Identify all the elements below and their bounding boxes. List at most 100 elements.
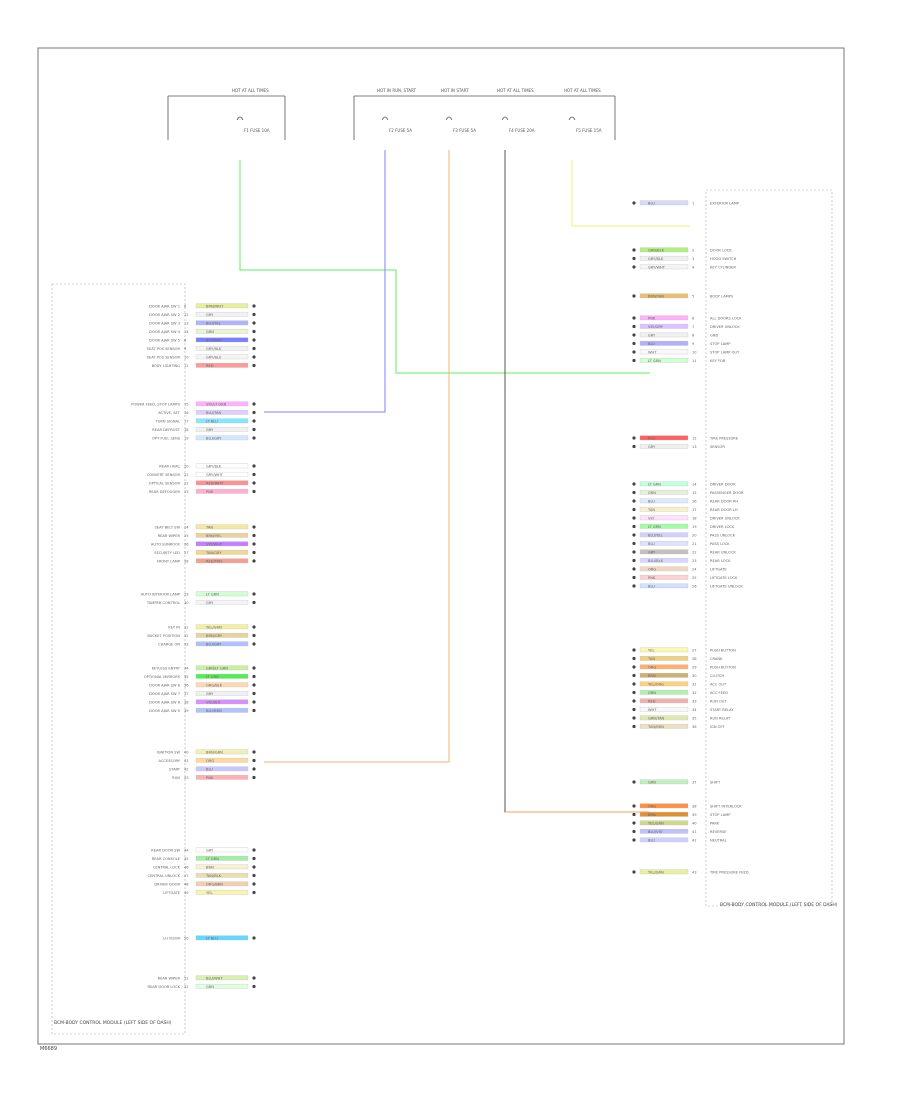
pin-number: 36: [184, 683, 189, 687]
circuit-label: LH VISOR: [163, 936, 180, 940]
pin-number: 23: [184, 490, 189, 494]
pin-number: 20: [692, 533, 697, 537]
wire-code: BRN/WHT: [206, 304, 224, 308]
circuit-label: REAR DOOR SW: [151, 848, 180, 852]
pin-number: 41: [184, 759, 189, 763]
wire-color-swatch: [195, 975, 249, 981]
wire-color-swatch: [195, 774, 249, 780]
pin-number: 24: [184, 525, 189, 529]
terminal-dot: [632, 444, 636, 449]
wire-color-swatch: [195, 699, 249, 705]
wire-code: GRY: [206, 848, 214, 852]
circuit-label: AUTO INTERIOR LAMP: [141, 592, 181, 596]
circuit-label: REAR DEFROST: [152, 428, 181, 432]
pin-number: 31: [692, 682, 697, 686]
wire-code: TAN: [647, 657, 655, 661]
wire-color-swatch: [639, 837, 689, 843]
pin-number: 35: [692, 716, 697, 720]
pin-number: 31: [184, 625, 189, 629]
wire-code: YEL/GRN: [648, 821, 664, 825]
terminal-dot: [632, 490, 636, 495]
pin-number: 28: [692, 657, 697, 661]
wire-color-swatch: [639, 779, 689, 785]
wire-code: YEL/GRN: [206, 625, 222, 629]
terminal-dot: [252, 750, 256, 754]
circuit-label: SEAT BELT SW: [155, 525, 181, 529]
terminal-dot: [252, 865, 256, 869]
terminal-dot: [252, 758, 256, 763]
circuit-label: KEY CYLINDER: [710, 265, 736, 269]
wire-color-swatch: [195, 983, 249, 989]
wire-code: BLU: [648, 342, 655, 346]
terminal-dot: [252, 542, 256, 546]
terminal-dot: [252, 346, 256, 351]
terminal-dot: [632, 870, 636, 874]
circuit-label: STOP LAMP: [710, 813, 731, 817]
wire-code: YEL/ORG: [648, 682, 664, 686]
wire-color-swatch: [639, 664, 689, 670]
terminal-dot: [252, 848, 256, 852]
wire-color-swatch: [639, 583, 689, 589]
pin-number: 18: [184, 428, 189, 432]
circuit-label: TIRE PRESSURE FEED: [709, 870, 749, 874]
wire-code: VIO/WHT: [206, 542, 223, 546]
wire-color-swatch: [195, 480, 249, 486]
pin-number: 45: [184, 857, 189, 861]
pin-number: 40: [184, 750, 189, 754]
pin-number: 13: [692, 445, 697, 449]
pin-number: 10: [692, 350, 697, 354]
pin-number: 35: [184, 675, 189, 679]
pin-number: 26: [184, 542, 189, 546]
circuit-label: DOOR LOCK: [710, 248, 732, 252]
wire-color-swatch: [639, 506, 689, 512]
pin-number: 34: [692, 708, 697, 712]
wire-code: ORG: [648, 804, 656, 808]
wire-code: GRY: [648, 550, 656, 554]
pin-number: 30: [692, 674, 697, 678]
circuit-label: REAR UNLOCK: [710, 550, 736, 554]
pin-number: 27: [692, 648, 697, 652]
pin-number: 14: [692, 482, 697, 486]
circuit-label: TIRE PRESSURE: [709, 436, 739, 440]
pin-number: 17: [184, 419, 189, 423]
pin-number: 16: [692, 499, 697, 503]
pin-number: 34: [184, 666, 189, 670]
wire-code: GRY/BLK: [206, 464, 222, 468]
wire-color-swatch: [639, 293, 689, 299]
terminal-dot: [252, 559, 256, 563]
wire-code: ORG/BLK: [206, 683, 223, 687]
wire-code: LT GRN: [206, 592, 219, 596]
terminal-dot: [632, 821, 636, 825]
footer-code: M6689: [40, 1046, 58, 1052]
wire-color-swatch: [195, 757, 249, 763]
wire-color-swatch: [639, 532, 689, 538]
pin-number: 23: [692, 559, 697, 563]
circuit-label: LIFTGATE UNLOCK: [710, 584, 743, 588]
terminal-dot: [252, 427, 256, 432]
terminal-dot: [632, 516, 636, 520]
wire-code: BLU/TAN: [206, 411, 222, 415]
wire-code: GRN: [206, 985, 214, 989]
pin-number: 21: [184, 473, 189, 477]
circuit-label: TURN SIGNAL: [155, 419, 180, 423]
pin-number: 27: [184, 551, 189, 555]
terminal-dot: [632, 665, 636, 669]
